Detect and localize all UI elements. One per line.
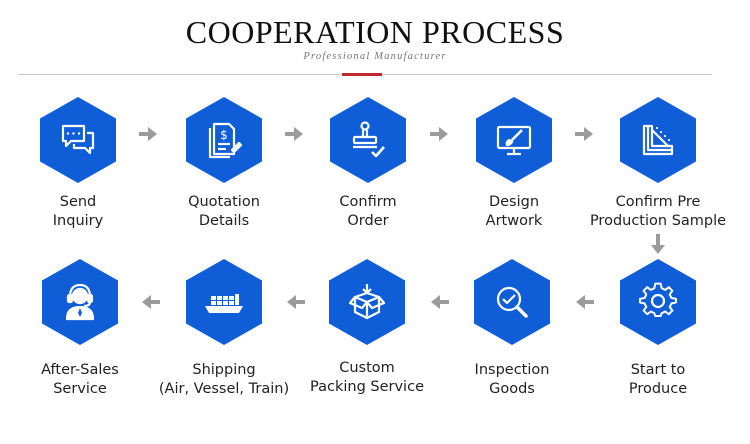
step-label-line1: Start to — [630, 362, 686, 378]
arrow-left-icon — [431, 295, 449, 309]
arrow-left-icon — [287, 295, 305, 309]
step-label-line1: Confirm — [339, 194, 397, 210]
step-label-line1: Send — [59, 194, 97, 210]
step-label-line1: Design — [488, 194, 540, 210]
arrow-left-icon — [142, 295, 160, 309]
step-label-line1: Custom — [339, 360, 395, 376]
step-label-line2: (Air, Vessel, Train) — [158, 381, 290, 397]
page-subtitle: Professional Manufacturer — [303, 51, 447, 62]
arrow-right-icon — [139, 127, 157, 141]
step-label-line1: Quotation — [188, 194, 260, 210]
gear-icon — [639, 282, 677, 317]
cargo-ship-icon — [205, 294, 243, 313]
step-label-line2: Goods — [489, 381, 535, 397]
step-label-line1: Inspection — [474, 362, 550, 378]
step-label-line2: Inquiry — [52, 213, 104, 229]
arrow-right-icon — [430, 127, 448, 141]
step-label-line1: After-Sales — [41, 362, 119, 378]
magnifier-check-icon — [496, 286, 528, 318]
step-label-line2: Produce — [628, 381, 688, 397]
svg-text:$: $ — [220, 128, 228, 142]
quotation-document-icon: $ — [208, 122, 243, 159]
step-label-line2: Order — [347, 213, 389, 229]
step-label-line2: Service — [53, 381, 107, 397]
arrow-right-icon — [285, 127, 303, 141]
divider-accent — [342, 73, 382, 76]
step-label-line1: Shipping — [192, 362, 256, 378]
arrow-left-icon — [576, 295, 594, 309]
headset-agent-icon — [65, 283, 95, 321]
monitor-brush-icon — [496, 125, 532, 156]
arrow-right-icon — [575, 127, 593, 141]
arrow-down-icon — [651, 234, 665, 254]
step-label-line2: Packing Service — [310, 379, 424, 395]
step-label-line1: Confirm Pre — [615, 194, 701, 210]
chat-bubbles-icon — [61, 124, 95, 155]
step-label-line2: Artwork — [485, 213, 543, 229]
step-label-line2: Details — [198, 213, 250, 229]
fabric-sample-icon — [642, 124, 674, 156]
box-icon — [348, 284, 386, 320]
stamp-check-icon — [352, 121, 385, 158]
page-title: COOPERATION PROCESS — [185, 14, 565, 50]
step-label-line2: Production Sample — [589, 213, 727, 229]
